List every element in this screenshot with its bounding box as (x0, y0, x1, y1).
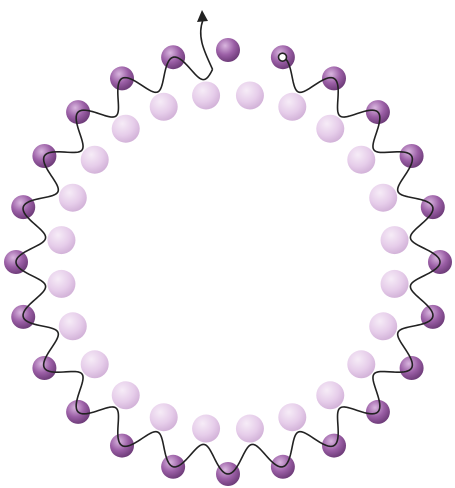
inner-bead (192, 415, 220, 443)
inner-bead (316, 115, 344, 143)
inner-bead (369, 184, 397, 212)
inner-bead (381, 226, 409, 254)
inner-bead (369, 312, 397, 340)
thread-start-marker (279, 53, 287, 61)
inner-bead (347, 146, 375, 174)
outer-bead (216, 38, 240, 62)
inner-bead (112, 381, 140, 409)
thread-end-arrowhead (197, 10, 208, 22)
inner-bead (150, 403, 178, 431)
inner-bead (316, 381, 344, 409)
inner-bead (81, 146, 109, 174)
inner-bead (150, 93, 178, 121)
inner-bead (347, 350, 375, 378)
inner-bead (236, 415, 264, 443)
outer-bead-ring (4, 38, 452, 486)
inner-bead (47, 270, 75, 298)
inner-bead (192, 81, 220, 109)
inner-bead (381, 270, 409, 298)
thread-tail (201, 20, 213, 69)
inner-bead (59, 184, 87, 212)
inner-bead (278, 403, 306, 431)
inner-bead (236, 81, 264, 109)
inner-bead (112, 115, 140, 143)
inner-bead (278, 93, 306, 121)
inner-bead (81, 350, 109, 378)
inner-bead-ring (47, 81, 408, 442)
inner-bead (59, 312, 87, 340)
inner-bead (47, 226, 75, 254)
